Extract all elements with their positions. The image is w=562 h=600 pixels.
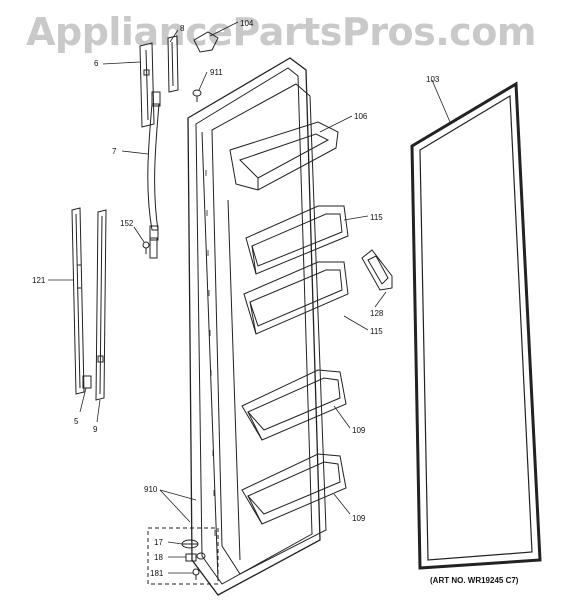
callout-103: 103 (426, 75, 440, 84)
callout-109-upper: 109 (352, 426, 366, 435)
callout-labels: 6 8 104 911 7 152 121 5 9 103 106 115 11… (32, 19, 440, 578)
part-7-handle (147, 91, 161, 241)
part-106-dispenser-cover (229, 121, 339, 191)
part-115-lower-bin (243, 261, 349, 335)
callout-115-lower: 115 (370, 327, 383, 336)
part-109-lower-door-bin (241, 453, 347, 525)
callout-8: 8 (180, 24, 185, 33)
callout-17: 17 (154, 538, 163, 547)
part-115-upper-bin (245, 205, 349, 275)
callout-106: 106 (354, 112, 368, 121)
part-181-screw (192, 568, 200, 580)
leader-lines (48, 21, 451, 574)
part-121-trim-strip (71, 207, 85, 395)
part-9-trim-strip (95, 209, 107, 401)
callout-6: 6 (94, 59, 99, 68)
callout-18: 18 (154, 553, 163, 562)
part-18-hinge-pin (185, 552, 206, 562)
callout-121: 121 (32, 276, 46, 285)
callout-181: 181 (150, 569, 164, 578)
art-number-label: (ART NO. WR19245 C7) (430, 576, 519, 585)
part-128-bracket (361, 249, 393, 291)
part-104-shim (193, 31, 219, 53)
callout-910: 910 (144, 485, 158, 494)
watermark-logo-text: AppliancePartsPros.com (26, 10, 536, 54)
part-103-door-gasket (410, 81, 542, 570)
part-109-upper-door-bin (241, 369, 347, 441)
callout-5: 5 (74, 417, 79, 426)
part-6-hinge (139, 42, 155, 128)
callout-104: 104 (240, 19, 254, 28)
callout-109-lower: 109 (352, 514, 366, 523)
callout-115-upper: 115 (370, 213, 383, 222)
part-910-door-assembly (187, 57, 327, 596)
callout-911: 911 (210, 68, 223, 77)
part-5-clip (82, 375, 92, 389)
callout-128: 128 (370, 309, 384, 318)
part-17-hinge-bushing (181, 539, 199, 549)
callout-7: 7 (112, 147, 117, 156)
hardware-kit-box (147, 527, 219, 585)
callout-9: 9 (93, 425, 98, 434)
part-152-screw (142, 237, 158, 259)
part-8-hinge-plate (167, 35, 179, 93)
callout-152: 152 (120, 219, 134, 228)
part-911-screw (192, 89, 202, 102)
